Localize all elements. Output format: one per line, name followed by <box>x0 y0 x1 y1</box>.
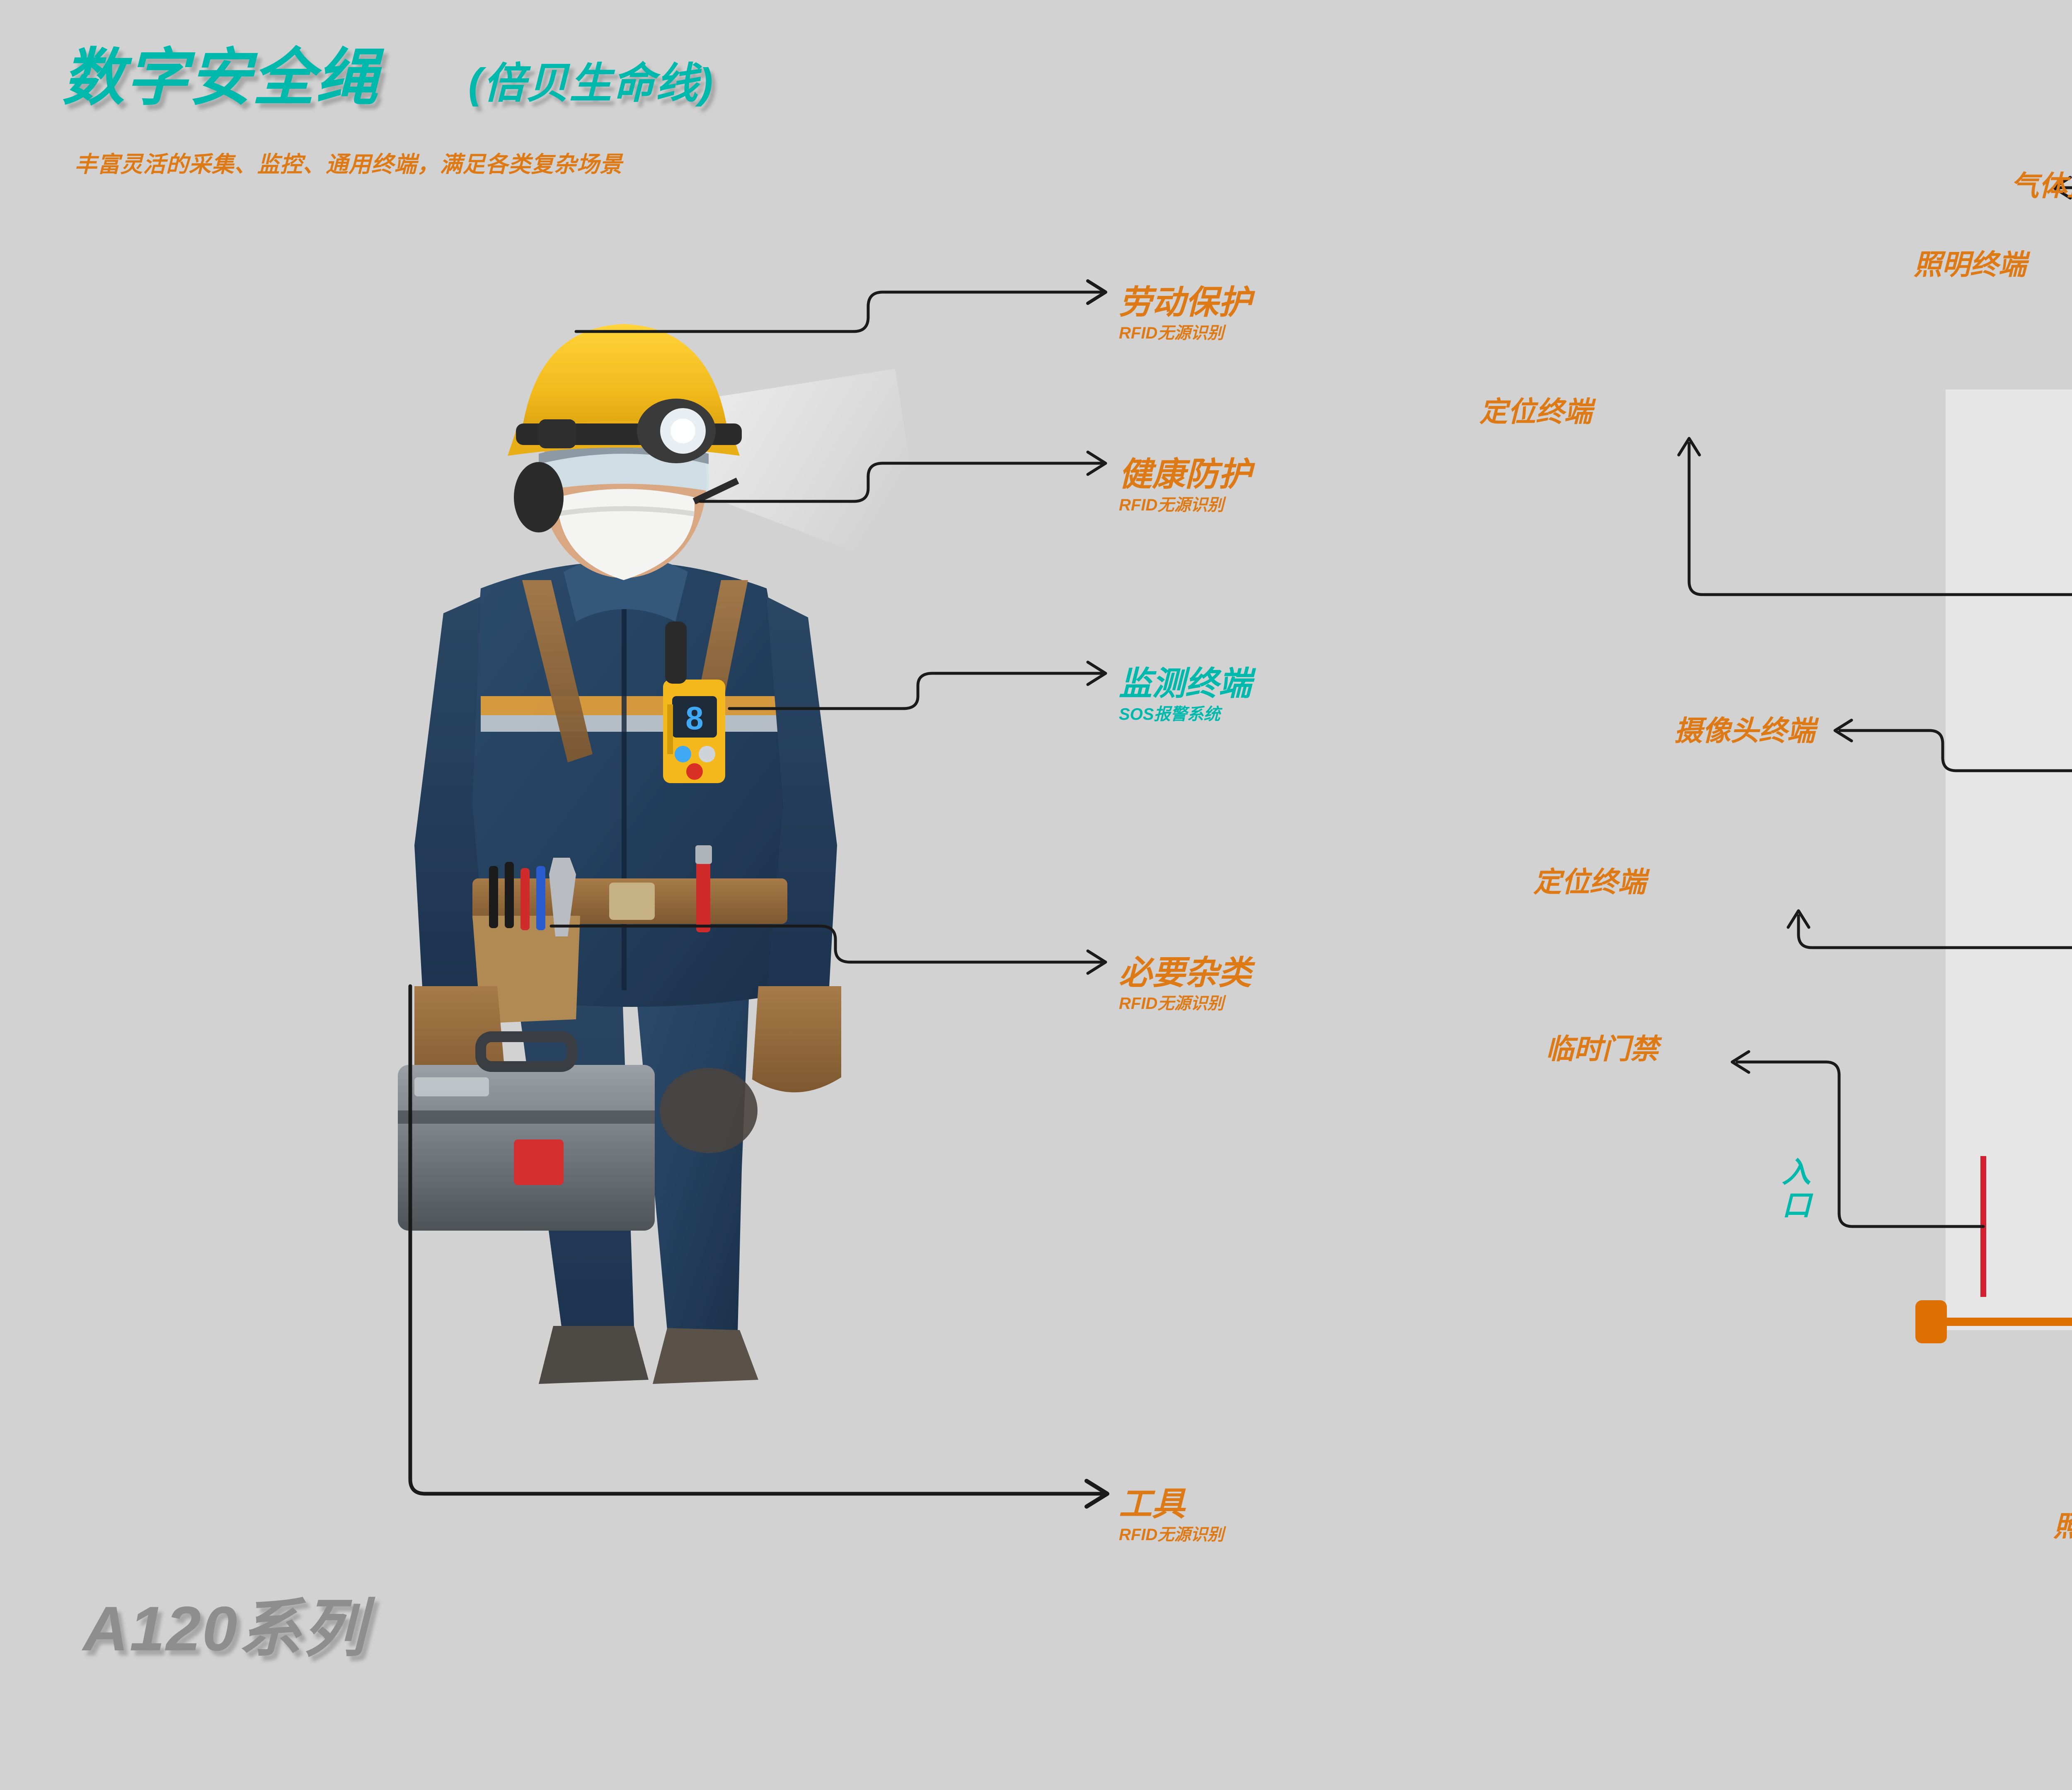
screwdriver-tip <box>695 845 712 864</box>
floorplan-leaders <box>1677 176 2072 1228</box>
label-light-terminal-bottom-1: 照明终端 <box>2053 1512 2072 1541</box>
device-sos-button <box>686 763 703 780</box>
label-temporary-gate: 临时门禁 <box>1546 1033 1659 1065</box>
spec-item-health-protection: 健康防护 RFID无源识别 <box>1119 456 1251 514</box>
spec-item-misc: 必要杂类 RFID无源识别 <box>1119 956 1251 1012</box>
device-vent <box>667 704 673 754</box>
spec-title: 工具 <box>1119 1485 1185 1522</box>
series-label: A120系列 <box>83 1594 367 1664</box>
screwdriver <box>696 858 710 932</box>
label-locator-terminal-lower: 定位终端 <box>1533 866 1646 898</box>
spec-item-tools: 工具 RFID无源识别 <box>1119 1488 1224 1543</box>
pen-red <box>520 868 530 930</box>
label-gas-monitor-terminal: 气体监测终端 <box>2010 170 2072 202</box>
device-button-blue <box>675 746 691 762</box>
spec-title: 劳动保护 <box>1119 284 1251 321</box>
page-title: 数字安全绳 <box>62 43 380 112</box>
tagline: 丰富灵活的采集、监控、通用终端，满足各类复杂场景 <box>75 152 622 177</box>
reflective-stripe-silver <box>481 715 783 732</box>
label-camera-terminal-mid: 摄像头终端 <box>1674 715 1815 747</box>
device-digit: 8 <box>685 700 703 736</box>
spec-subtitle: RFID无源识别 <box>1119 324 1224 342</box>
label-light-terminal-top: 照明终端 <box>1913 249 2026 281</box>
rail-nodes <box>1915 1300 1947 1343</box>
mask-fold <box>557 506 695 516</box>
headlamp-battery <box>539 419 576 448</box>
spec-item-monitor-terminal: 监测终端 SOS报警系统 <box>1119 667 1251 723</box>
spec-title: 必要杂类 <box>1119 954 1251 991</box>
room-corridor <box>1946 994 2072 1330</box>
radio-antenna <box>665 622 687 684</box>
arm-left <box>414 597 489 999</box>
device-button-grey <box>699 746 715 762</box>
pen-blue <box>536 866 545 930</box>
wrench-icon <box>549 858 576 936</box>
spec-subtitle: RFID无源识别 <box>1119 1526 1224 1544</box>
headlamp-bulb <box>670 418 695 443</box>
node-b0[interactable] <box>1915 1300 1947 1343</box>
label-locator-terminal-upper: 定位终端 <box>1479 396 1593 428</box>
spec-item-labor-protection: 劳动保护 RFID无源识别 <box>1119 284 1251 342</box>
page-subtitle: (倍贝生命线) <box>468 60 714 107</box>
spec-title: 健康防护 <box>1119 456 1251 493</box>
pen-black <box>489 866 498 928</box>
belt-buckle <box>609 883 655 920</box>
spec-subtitle: RFID无源识别 <box>1119 994 1224 1013</box>
zone-label-entrance: 入口 <box>1782 1156 1811 1222</box>
spec-subtitle: RFID无源识别 <box>1119 496 1224 514</box>
harness-strap-left <box>522 580 593 762</box>
spec-subtitle: SOS报警系统 <box>1119 705 1220 723</box>
pen-black-2 <box>505 862 514 928</box>
device-screen <box>672 696 717 738</box>
ear-protector <box>514 462 564 532</box>
spec-title: 监测终端 <box>1119 665 1251 702</box>
